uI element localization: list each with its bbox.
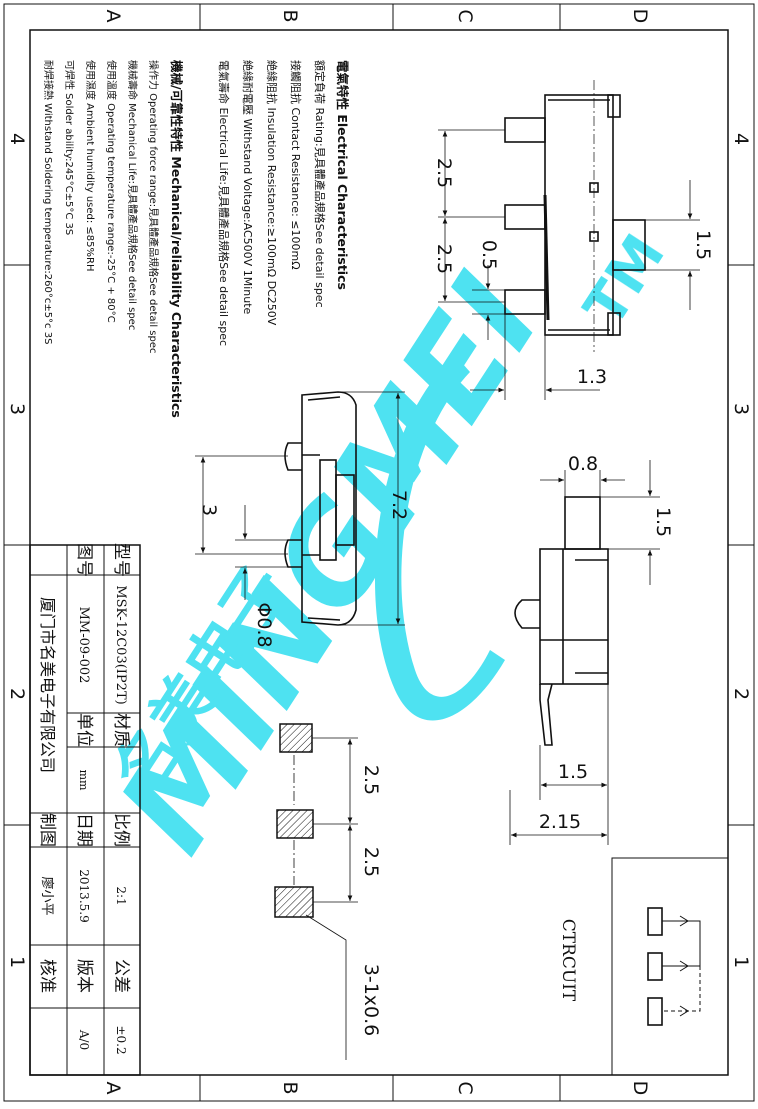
- drafter-value: 廖小平: [39, 876, 55, 915]
- mechanical-line-2: 機械壽命 Mechanical Life:見具體產品規格See detail s…: [126, 60, 139, 330]
- drawing-no-value: MM-09-002: [76, 607, 91, 684]
- dim-handle-thickness: 0.8: [568, 453, 598, 475]
- circuit-label: CTRCUIT: [558, 919, 578, 1002]
- tolerance-label: 公差: [111, 959, 131, 993]
- col-letter-b: B: [279, 9, 301, 22]
- col-letter-b-bottom: B: [279, 1081, 301, 1094]
- electrical-line-5: 電氣壽命 Electrical Life:見具體產品規格See detail s…: [217, 60, 231, 346]
- electrical-line-2: 接觸阻抗 Contact Resistance: ≤100mΩ: [289, 60, 303, 270]
- electrical-line-1: 額定負荷 Rating:見具體產品規格See detail spec: [313, 60, 327, 308]
- dim-terminal-length: 1.3: [577, 366, 607, 388]
- dim-overall-depth: 2.15: [539, 811, 581, 833]
- material-label: 材质: [111, 713, 131, 747]
- mechanical-line-4: 使用濕度 Ambient humidity used: ≤85%RH: [84, 60, 97, 271]
- dim-pin-spacing: 3: [198, 504, 220, 516]
- frame-labels: A B C D A B C D 4 3 2 1 4 3 2 1: [6, 9, 752, 1096]
- tolerance-value: ±0.2: [114, 1025, 128, 1054]
- dim-pad-pitch-2: 2.5: [360, 847, 382, 877]
- watermark-swoosh: [375, 355, 505, 721]
- col-letter-c-bottom: C: [454, 1081, 476, 1094]
- pad-layout-dim-text: 2.5 2.5 3-1x0.6: [360, 765, 382, 1036]
- ratio-label: 比例: [111, 813, 131, 847]
- row-number-4: 4: [6, 133, 28, 145]
- electrical-heading: 電氣特性 Electrical Characteristics: [335, 60, 350, 290]
- row-number-2: 2: [6, 688, 28, 700]
- row-number-2-right: 2: [730, 688, 752, 700]
- top-view-dim-text: 2.5 2.5 0.5 1.5 1.3: [433, 158, 714, 388]
- version-value: A/0: [77, 1029, 91, 1050]
- dim-pitch-2: 2.5: [433, 244, 455, 274]
- top-view-dims: [438, 129, 700, 400]
- col-letter-d: D: [629, 9, 651, 24]
- mechanical-line-5: 可焊性 Solder ability:245°C±5°C 3S: [63, 60, 76, 235]
- company-name: 厦门市名美电子有限公司: [38, 597, 57, 773]
- unit-value: mm: [77, 770, 90, 791]
- mechanical-heading: 機械/可靠性特性 Mechanical/reliability Characte…: [169, 60, 184, 418]
- dim-terminal-width: 0.5: [478, 240, 500, 270]
- end-view-drawing: [514, 496, 609, 746]
- electrical-line-3: 絶緣阻抗 Insulation Resistance:≥100mΩ DC250V: [265, 60, 279, 326]
- mechanical-line-1: 操作力 Operating force range:見具體產品規格See det…: [147, 60, 160, 353]
- circuit-diagram: [611, 857, 729, 1076]
- row-number-1-right: 1: [730, 956, 752, 968]
- dim-pitch-1: 2.5: [433, 158, 455, 188]
- row-number-1: 1: [6, 956, 28, 968]
- date-value: 2013.5.9: [77, 869, 91, 922]
- sheet-frame: [3, 3, 755, 1102]
- drawing-no-label: 图号: [74, 543, 94, 577]
- electrical-line-4: 絶緣耐電壓 Withstand Voltage:AC500V 1Minute: [241, 60, 255, 315]
- dim-handle-height: 1.5: [652, 507, 674, 537]
- approver-label: 核准: [37, 959, 57, 993]
- spec-text: 電氣特性 Electrical Characteristics 額定負荷 Rat…: [42, 60, 350, 418]
- col-letter-d-bottom: D: [629, 1081, 651, 1096]
- side-view-dim-text: 3 7.2 Φ0.8: [198, 490, 410, 648]
- row-number-4-right: 4: [730, 133, 752, 145]
- title-block-text: 型号 MSK-12C03(IP2T) 材质 比例 2:1 公差 ±0.2 图号 …: [37, 543, 131, 1055]
- pad-layout-drawing: [274, 723, 314, 918]
- unit-label: 单位: [74, 713, 94, 747]
- col-letter-a: A: [102, 10, 124, 23]
- dim-body-depth: 1.5: [558, 761, 588, 783]
- dim-handle-width: 1.5: [692, 230, 714, 260]
- watermark-tm: TM: [572, 223, 678, 337]
- dim-body-length: 7.2: [388, 490, 410, 520]
- dim-pad-pitch-1: 2.5: [360, 765, 382, 795]
- drafter-label: 制图: [37, 813, 57, 847]
- title-block: [29, 544, 141, 1076]
- end-view-dims: [509, 460, 660, 845]
- version-label: 版本: [74, 959, 94, 993]
- model-value: MSK-12C03(IP2T): [113, 585, 128, 704]
- dim-pad-size: 3-1x0.6: [360, 964, 382, 1037]
- row-number-3-right: 3: [730, 403, 752, 415]
- model-label: 型号: [111, 543, 131, 577]
- pad-layout-dims: [305, 737, 358, 1060]
- col-letter-c: C: [454, 9, 476, 22]
- mechanical-line-3: 使用溫度 Operating temperature range:-25°C +…: [105, 60, 118, 323]
- date-label: 日期: [74, 813, 94, 847]
- col-letter-a-bottom: A: [102, 1082, 124, 1095]
- side-view-dims: [195, 391, 405, 626]
- ratio-value: 2:1: [114, 886, 128, 905]
- row-number-3: 3: [6, 403, 28, 415]
- dim-pin-diameter: Φ0.8: [253, 602, 275, 647]
- end-view-dim-text: 0.8 1.5 1.5 2.15: [539, 453, 674, 833]
- mechanical-line-6: 耐焊接熱 Withstand Soldering temperature:260…: [42, 60, 55, 344]
